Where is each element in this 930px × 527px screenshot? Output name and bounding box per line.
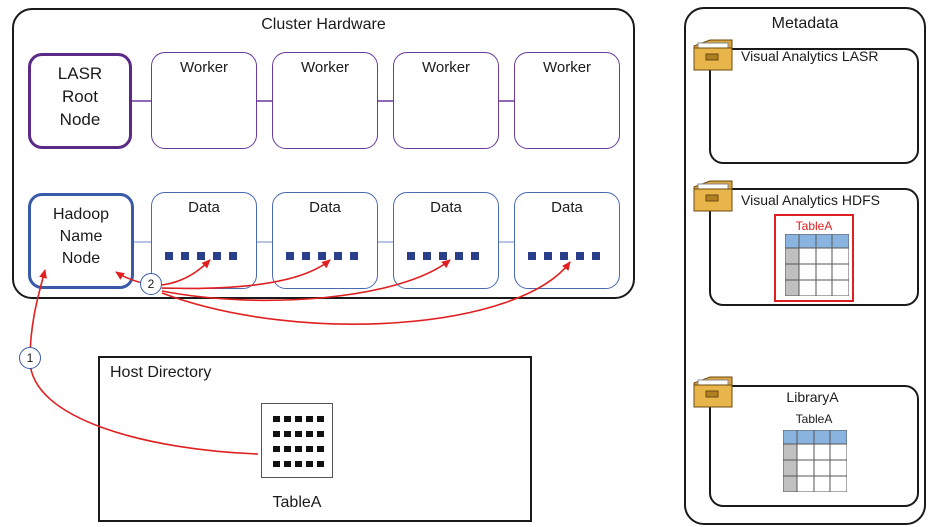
- host-directory-panel: Host Directory TableA: [98, 356, 532, 522]
- worker-label: Worker: [421, 59, 471, 76]
- worker-label: Worker: [300, 59, 350, 76]
- table-grid-icon: [785, 234, 849, 296]
- data-node: Data: [272, 192, 378, 289]
- worker-label: Worker: [542, 59, 592, 76]
- metadata-title: Metadata: [771, 15, 839, 32]
- librarya-table-label: TableA: [795, 412, 833, 426]
- data-label: Data: [309, 199, 341, 216]
- hadoop-name-node: Hadoop Name Node: [28, 193, 134, 289]
- highlighted-table-box: TableA: [774, 214, 854, 302]
- host-table-label: TableA: [272, 494, 322, 511]
- host-directory-title: Host Directory: [110, 364, 212, 381]
- cluster-hardware-title: Cluster Hardware: [261, 16, 386, 33]
- folder-icon: [693, 180, 733, 212]
- lasr-root-node-line: Root: [62, 87, 98, 106]
- step-2-badge: 2: [140, 273, 162, 295]
- folder-label-lasr: Visual Analytics LASR: [741, 48, 879, 64]
- folder-icon: [693, 39, 733, 71]
- lasr-root-node-line: LASR: [57, 64, 103, 83]
- data-node: Data: [151, 192, 257, 289]
- folder-label-librarya: LibraryA: [786, 389, 839, 405]
- worker-label: Worker: [179, 59, 229, 76]
- data-blocks: [528, 249, 608, 266]
- table-grid-icon: [783, 430, 847, 492]
- data-blocks: [165, 249, 245, 266]
- worker-node: Worker: [151, 52, 257, 149]
- worker-node: Worker: [514, 52, 620, 149]
- folder-icon: [693, 376, 733, 408]
- hadoop-name-node-line: Name: [59, 228, 103, 245]
- data-node: Data: [514, 192, 620, 289]
- lasr-root-node-line: Node: [59, 110, 101, 129]
- hadoop-name-node-line: Node: [61, 250, 101, 267]
- hadoop-name-node-line: Hadoop: [52, 206, 110, 223]
- table-file-icon: [273, 416, 324, 467]
- hdfs-table-label: TableA: [795, 219, 833, 233]
- worker-node: Worker: [272, 52, 378, 149]
- folder-label-hdfs: Visual Analytics HDFS: [741, 192, 881, 208]
- lasr-root-node: LASR Root Node: [28, 53, 132, 149]
- lasr-root-node-label: LASR Root Node: [31, 62, 129, 131]
- data-label: Data: [551, 199, 583, 216]
- data-node: Data: [393, 192, 499, 289]
- data-blocks: [286, 249, 366, 266]
- data-blocks: [407, 249, 487, 266]
- worker-node: Worker: [393, 52, 499, 149]
- folder-box-lasr: [709, 48, 919, 164]
- data-label: Data: [430, 199, 462, 216]
- data-label: Data: [188, 199, 220, 216]
- step-1-badge: 1: [19, 347, 41, 369]
- hadoop-name-node-label: Hadoop Name Node: [31, 204, 131, 270]
- host-table-file-icon: [261, 403, 333, 478]
